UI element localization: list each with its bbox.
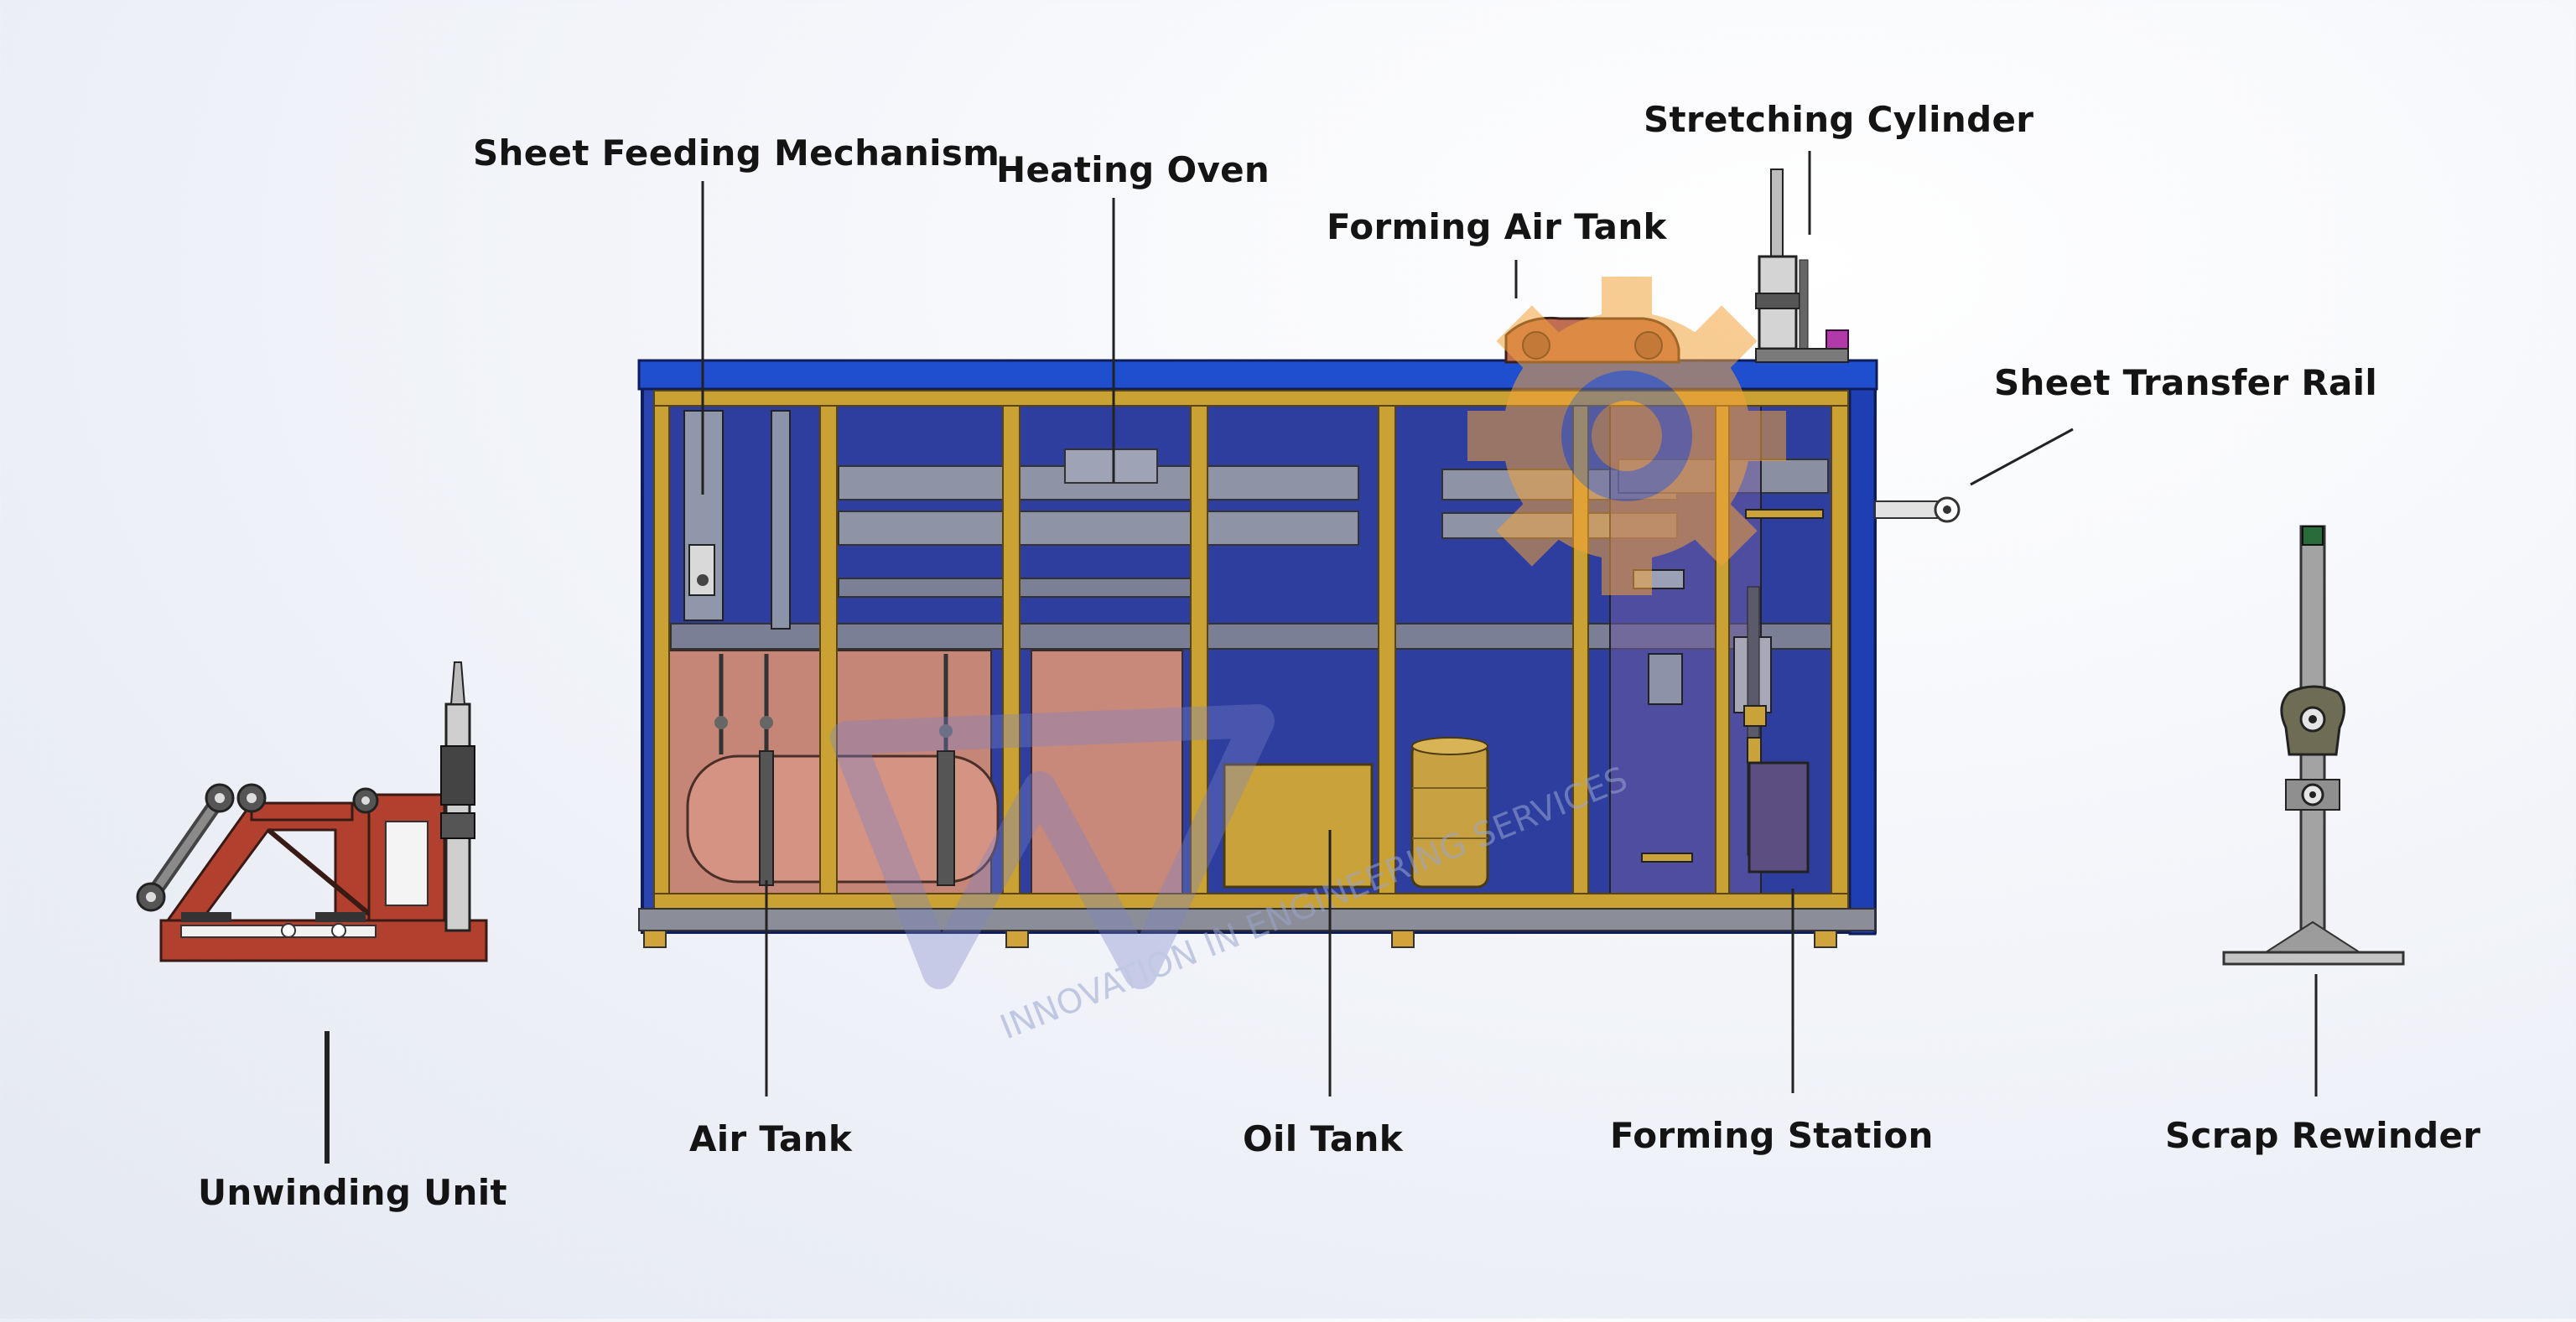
label-air-tank: Air Tank (689, 1118, 853, 1159)
stretching-cylinder-drawing (1755, 168, 1849, 363)
label-sheet-feeding-mechanism: Sheet Feeding Mechanism (473, 132, 1000, 174)
unwinding-unit-drawing (136, 661, 488, 962)
label-unwinding-unit: Unwinding Unit (198, 1172, 507, 1213)
label-forming-air-tank: Forming Air Tank (1327, 206, 1667, 247)
scrap-rewinder-drawing (2222, 525, 2405, 966)
leader-lines (325, 151, 2318, 1164)
label-forming-station: Forming Station (1610, 1115, 1934, 1156)
label-heating-oven: Heating Oven (996, 149, 1270, 190)
label-oil-tank: Oil Tank (1243, 1118, 1403, 1159)
sheet-transfer-rail-drawing (1874, 496, 1961, 523)
label-scrap-rewinder: Scrap Rewinder (2165, 1115, 2481, 1156)
label-stretching-cylinder: Stretching Cylinder (1644, 99, 2034, 140)
label-sheet-transfer-rail: Sheet Transfer Rail (1994, 362, 2378, 403)
